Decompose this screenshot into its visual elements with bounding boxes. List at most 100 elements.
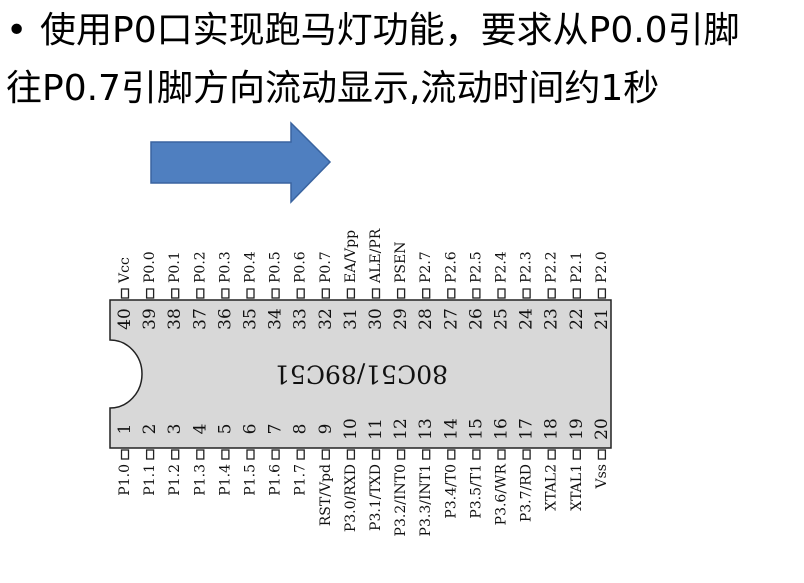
pin-27: 27 P2.6 [441,251,461,330]
pin-lead [547,288,556,299]
pin-number: 17 [517,418,537,440]
pin-label: P2.7 [418,251,434,283]
pin-lead [321,449,330,460]
pin-number: 12 [391,418,411,440]
pin-label: PSEN [393,242,409,283]
pin-2: 2P1.1 [140,424,160,496]
pin-label: P3.6/WR [494,464,510,526]
pin-lead [171,288,180,299]
pin-label: P0.1 [167,251,183,283]
pin-label: P0.2 [192,251,208,283]
pin-label: P2.2 [544,251,560,283]
pin-3: 3P1.2 [165,424,185,496]
pin-label: P1.4 [217,464,233,496]
pin-number: 26 [466,308,486,330]
pin-lead [447,449,456,460]
task-text-line-2: 往P0.7引脚方向流动显示,流动时间约1秒 [6,68,660,109]
pin-lead [572,449,581,460]
pin-number: 36 [215,308,235,330]
pin-label: P2.6 [443,251,459,283]
pin-number: 3 [165,424,185,435]
pin-label: P1.3 [192,464,208,496]
pin-lead [246,449,255,460]
pin-label: Vcc [117,257,133,284]
pin-label: P1.7 [293,464,309,496]
pin-lead [321,288,330,299]
pin-number: 33 [291,308,311,330]
pin-number: 6 [241,424,261,435]
pin-1: 1P1.0 [115,424,135,496]
pin-label: P3.1/TXD [368,464,384,531]
pin-number: 32 [316,308,336,330]
pin-lead [497,449,506,460]
pin-label: P2.3 [519,251,535,283]
pin-lead [145,449,155,460]
pin-label: P3.5/T1 [468,464,484,519]
pin-5: 5P1.4 [215,424,235,496]
pin-number: 20 [592,418,612,440]
pin-label: P1.5 [243,464,259,496]
pin-6: 6P1.5 [241,424,261,496]
pin-number: 23 [542,308,562,330]
pin-36: 36 P0.3 [215,251,235,330]
pin-number: 22 [567,308,587,330]
pin-label: P1.2 [167,464,183,496]
task-line-2: 往P0.7引脚方向流动显示,流动时间约1秒 [6,60,802,118]
pin-label: P0.3 [217,251,233,283]
pin-lead [422,449,431,460]
pin-number: 16 [492,418,512,440]
pin-number: 10 [341,418,361,440]
pin-label: Vss [594,464,610,489]
pin-lead [221,449,230,460]
pin-lead [472,288,481,299]
pin-number: 34 [266,308,286,330]
pin-number: 27 [441,308,461,330]
pin-label: RST/Vpd [318,464,334,526]
pin-number: 21 [592,308,612,330]
pin-number: 37 [190,308,210,330]
pin-label: P1.1 [142,464,158,496]
pin-number: 19 [567,418,587,440]
pin-label: XTAL1 [569,464,585,511]
pin-label: EA/Vpp [343,230,359,283]
task-description: •使用P0口实现跑马灯功能，要求从P0.0引脚 往P0.7引脚方向流动显示,流动… [6,2,802,118]
pin-lead [120,449,130,460]
chip-body [109,299,612,449]
pin-23: 23 P2.2 [542,251,562,330]
pin-lead [271,288,280,299]
pin-lead [346,288,356,299]
bullet-marker: • [6,10,28,51]
pin-lead [145,288,155,299]
pin-number: 30 [366,308,386,330]
pin-lead [597,288,607,299]
bottom-pin-row: 1P1.02P1.13P1.24P1.35P1.46P1.57P1.68P1.7… [115,418,612,536]
pin-lead [296,449,305,460]
task-line-1: •使用P0口实现跑马灯功能，要求从P0.0引脚 [6,2,802,60]
pin-lead [171,449,180,460]
pin-label: P3.2/INT0 [393,464,409,536]
pin-lead [597,449,607,460]
pin-label: P3.0/RXD [343,464,359,532]
pin-lead [196,288,205,299]
pin-number: 15 [466,418,486,440]
pin-lead [271,449,280,460]
pin-number: 2 [140,424,160,435]
pin-number: 11 [366,418,386,440]
pin-lead [396,288,406,299]
pin-number: 13 [416,418,436,440]
pin-lead [497,288,506,299]
